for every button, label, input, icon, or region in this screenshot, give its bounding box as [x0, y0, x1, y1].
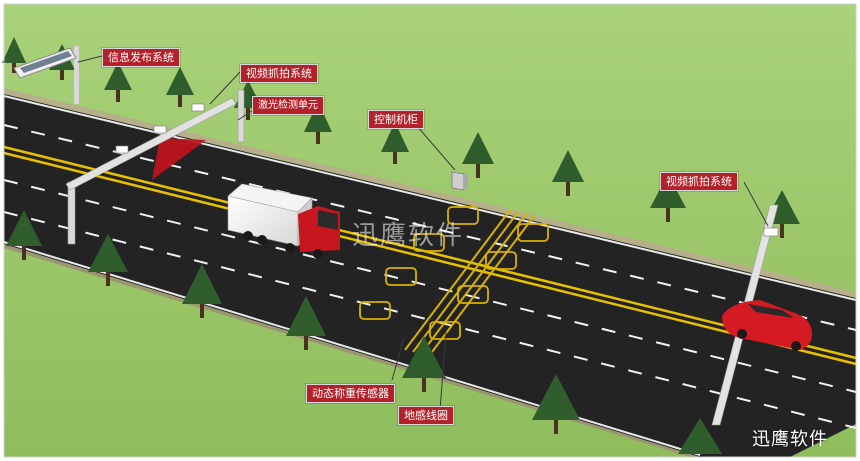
gantry-icon: [65, 89, 245, 245]
label-info-release: 信息发布系统: [102, 48, 180, 67]
label-video-capture-right: 视频抓拍系统: [660, 172, 738, 191]
frame-border: [3, 3, 857, 458]
camera-icon: [763, 227, 779, 237]
lane-line-3: [3, 179, 857, 393]
label-laser-detector: 激光检测单元: [252, 96, 324, 115]
car-icon: [722, 300, 812, 351]
lane-line-4: [3, 211, 857, 429]
cabinet-icon: [451, 171, 468, 191]
label-weigh-sensor: 动态称重传感器: [306, 384, 395, 403]
center-line-a: [3, 145, 857, 360]
info-release-gantry: [13, 46, 79, 104]
label-control-cabinet: 控制机柜: [368, 110, 424, 129]
center-line-b: [3, 151, 857, 366]
road-edge-bottom: [3, 241, 701, 456]
lane-line-1: [3, 124, 857, 331]
road-surface: [4, 94, 856, 457]
watermark-corner: 迅鹰软件: [752, 429, 828, 450]
road-edge-top: [3, 95, 857, 301]
label-induction-loop: 地感线圈: [398, 406, 454, 425]
truck-icon: [227, 183, 340, 259]
camera-icon: [191, 103, 205, 112]
camera-icon: [115, 145, 129, 154]
camera-icon: [153, 125, 167, 134]
tree-icon: [2, 37, 800, 454]
watermark-center: 迅鹰软件: [352, 221, 465, 251]
label-video-capture-left: 视频抓拍系统: [240, 64, 318, 83]
induction-loops: [359, 206, 549, 340]
laser-beam: [152, 138, 206, 180]
